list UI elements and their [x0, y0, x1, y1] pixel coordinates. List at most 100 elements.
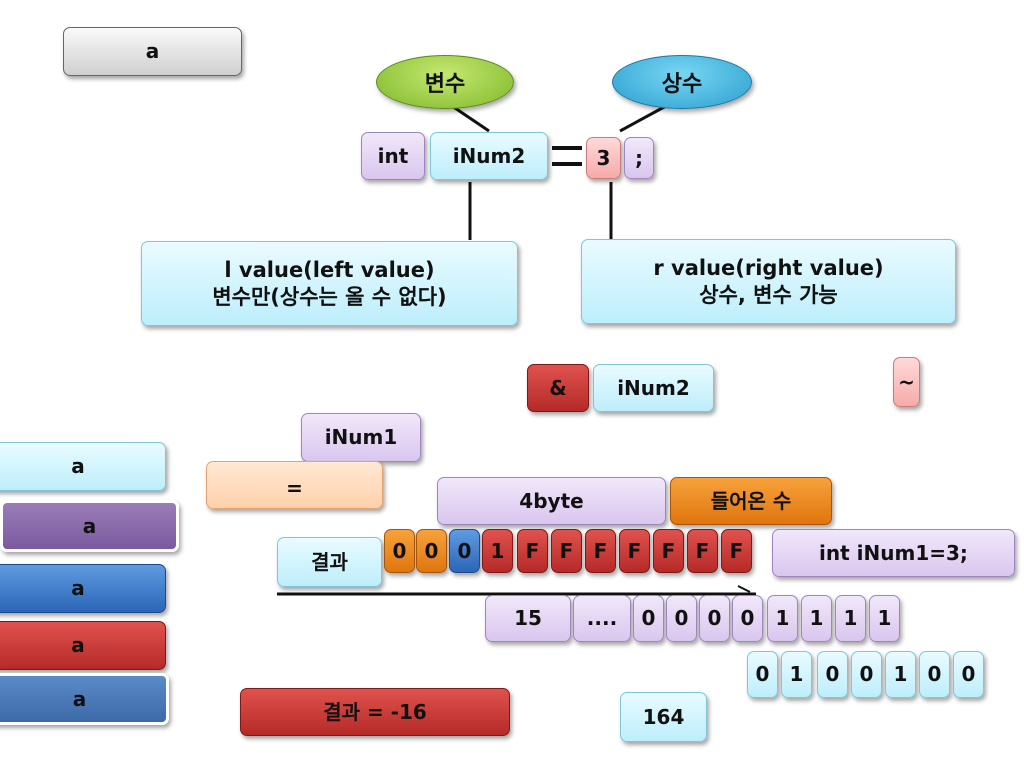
int-keyword-box: int	[361, 132, 425, 180]
bit-index: 15	[514, 606, 542, 630]
assign-operator: =	[286, 476, 303, 500]
inum1-label: iNum1	[324, 425, 398, 449]
bit-value: F	[627, 538, 642, 563]
tilde-operator-box: ~	[893, 357, 920, 407]
binary-value: 1	[843, 606, 858, 630]
legend-item-purple: a	[0, 500, 179, 552]
bit-cell: F	[687, 529, 718, 573]
constant-oval: 상수	[612, 55, 752, 109]
semicolon: ;	[635, 145, 643, 170]
legend-label: a	[71, 454, 85, 478]
legend-item-steel: a	[0, 673, 169, 725]
binary-cell-2: 0	[953, 651, 984, 698]
arrow-head-icon	[737, 585, 751, 593]
variable-name-box: iNum2	[430, 132, 548, 180]
binary-cell-2: 1	[781, 651, 812, 698]
incoming-number-box: 들어온 수	[670, 477, 832, 525]
bit-value: 0	[424, 538, 439, 563]
result-label: 결과	[311, 549, 348, 574]
code-label-box: int iNum1=3;	[772, 529, 1015, 577]
bit-cell: 0	[449, 529, 480, 573]
legend-label: a	[71, 633, 85, 657]
lvalue-title: l value(left value)	[224, 258, 435, 283]
size-label-box: 4byte	[437, 477, 666, 525]
bit-value: F	[729, 538, 744, 563]
bit-cell: F	[585, 529, 616, 573]
constant-value: 3	[596, 145, 611, 170]
binary-value: 0	[740, 606, 755, 630]
bit-cell: F	[517, 529, 548, 573]
result-label-box: 결과	[277, 537, 382, 587]
legend-item-blue: a	[0, 564, 166, 613]
bit-value: 0	[392, 538, 407, 563]
binary-value: 1	[809, 606, 824, 630]
tilde-operator: ~	[898, 369, 915, 394]
number-value: 164	[642, 704, 685, 729]
rvalue-description: 상수, 변수 가능	[699, 282, 838, 307]
int-keyword: int	[377, 143, 409, 168]
result-value-box: 결과 = -16	[240, 688, 510, 736]
binary-cell: 0	[732, 595, 763, 642]
lvalue-box: l value(left value) 변수만(상수는 올 수 없다)	[141, 241, 518, 326]
bit-value: F	[525, 538, 540, 563]
binary-value: 0	[859, 662, 874, 686]
binary-value: 0	[674, 606, 689, 630]
legend-label: a	[71, 576, 85, 600]
title-box: a	[63, 27, 242, 76]
binary-value: 0	[641, 606, 656, 630]
bit-cell: 0	[384, 529, 415, 573]
binary-value: 0	[961, 662, 976, 686]
address-variable: iNum2	[617, 375, 690, 400]
rvalue-box: r value(right value) 상수, 변수 가능	[581, 239, 956, 324]
bit-cell: 1	[482, 529, 513, 573]
legend-label: a	[82, 513, 97, 538]
binary-cell: 0	[666, 595, 697, 642]
title-text: a	[145, 39, 160, 63]
size-label: 4byte	[519, 488, 584, 513]
legend-item-red: a	[0, 621, 166, 670]
binary-cell: 0	[699, 595, 730, 642]
binary-cell: 1	[767, 595, 798, 642]
binary-value: 0	[707, 606, 722, 630]
bit-value: 0	[457, 538, 472, 563]
bit-value: F	[661, 538, 676, 563]
variable-oval: 변수	[376, 55, 514, 109]
ellipsis: ....	[586, 606, 618, 630]
bit-value: F	[559, 538, 574, 563]
binary-value: 0	[927, 662, 942, 686]
constant-value-box: 3	[586, 137, 621, 179]
incoming-number-label: 들어온 수	[710, 488, 792, 513]
bit-value: F	[593, 538, 608, 563]
constant-connector	[619, 104, 667, 133]
binary-cell-2: 0	[817, 651, 848, 698]
code-label: int iNum1=3;	[819, 540, 968, 565]
address-operator-box: &	[527, 364, 589, 412]
lvalue-description: 변수만(상수는 올 수 없다)	[212, 284, 447, 309]
binary-cell: 1	[801, 595, 832, 642]
binary-value: 0	[755, 662, 770, 686]
inum1-box: iNum1	[301, 413, 421, 462]
legend-item-cyan: a	[0, 442, 166, 491]
bit-cell: F	[653, 529, 684, 573]
variable-connector	[451, 104, 490, 133]
variable-label: 변수	[424, 72, 466, 97]
bit-cell: F	[551, 529, 582, 573]
bit-index-box: 15	[485, 595, 571, 642]
rvalue-title: r value(right value)	[653, 256, 884, 281]
binary-value: 1	[775, 606, 790, 630]
constant-label: 상수	[661, 72, 703, 97]
ellipsis-box: ....	[573, 595, 631, 642]
assign-operator-box: =	[206, 461, 383, 509]
binary-value: 1	[877, 606, 892, 630]
number-box: 164	[620, 692, 707, 742]
address-operator: &	[549, 375, 567, 400]
bit-value: F	[695, 538, 710, 563]
binary-cell-2: 1	[885, 651, 916, 698]
binary-value: 1	[789, 662, 804, 686]
variable-name: iNum2	[452, 143, 526, 168]
legend-label: a	[72, 686, 87, 711]
binary-cell-2: 0	[747, 651, 778, 698]
binary-value: 1	[893, 662, 908, 686]
bit-cell: F	[619, 529, 650, 573]
